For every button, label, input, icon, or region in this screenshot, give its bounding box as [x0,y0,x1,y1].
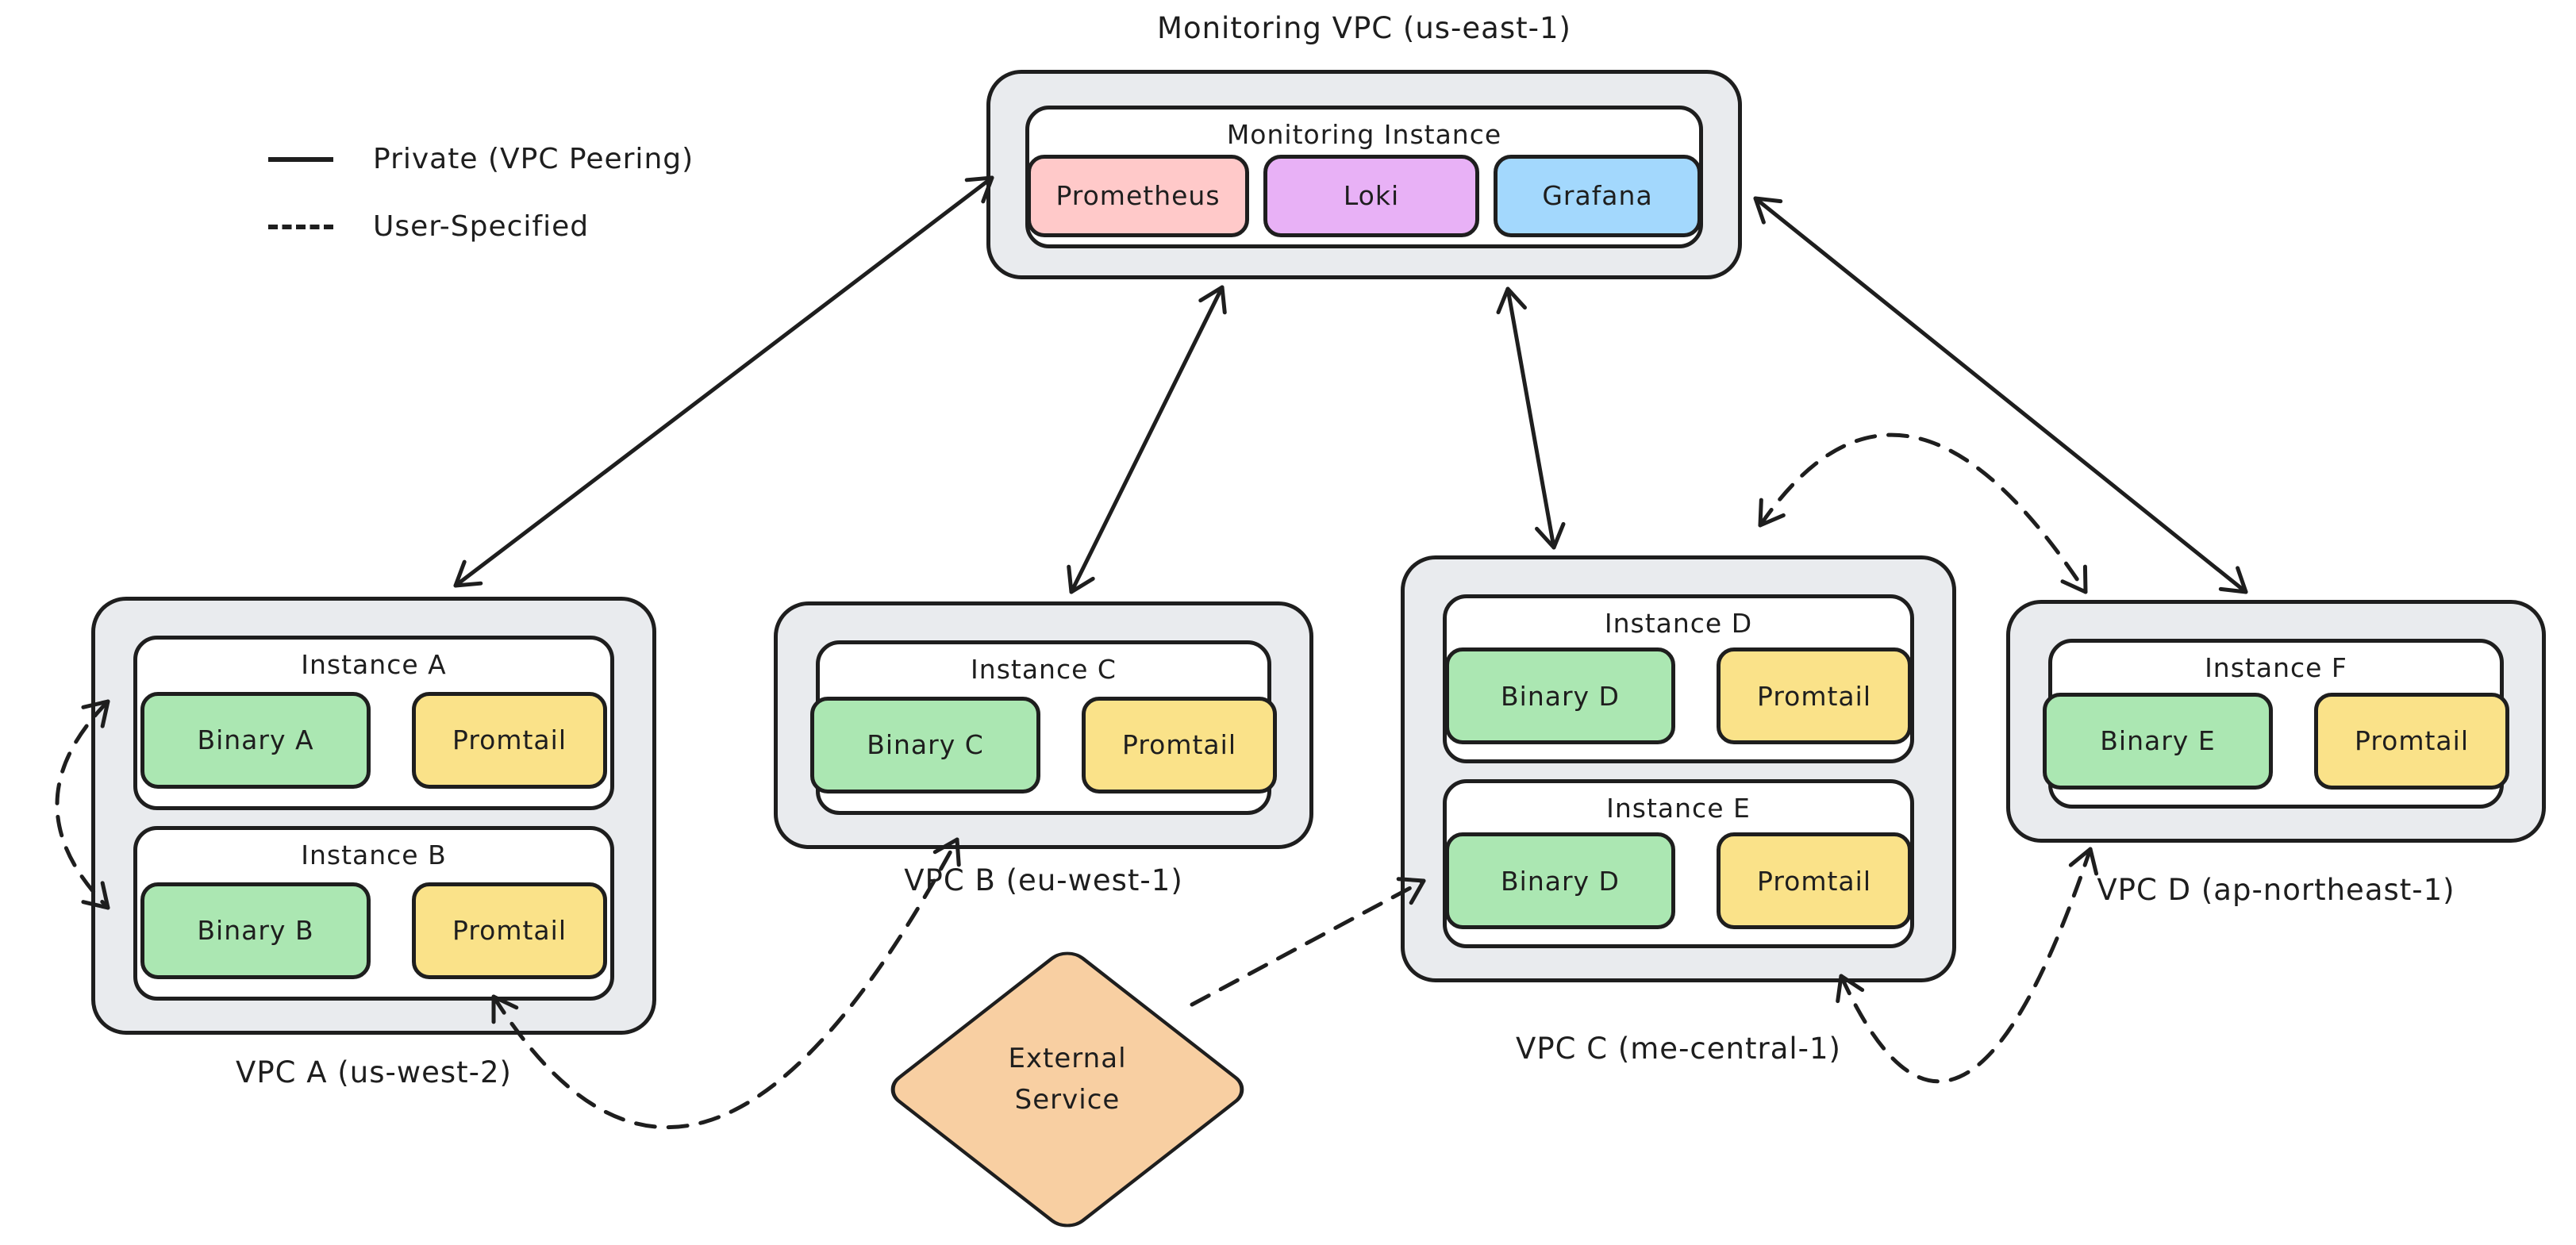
monitoring-vpc-box: Monitoring Instance Prometheus Loki Graf… [986,70,1742,279]
legend-item-private: Private (VPC Peering) [268,143,694,175]
service-chips: Binary C Promtail [810,685,1277,811]
monitoring-instance-box: Monitoring Instance Prometheus Loki Graf… [1025,106,1703,248]
monitoring-vpc-label: Monitoring VPC (us-east-1) [1157,11,1571,45]
vpc-a-box: Instance A Binary A Promtail Instance B … [91,597,656,1035]
edge-external-service-to-vpc-c [1190,877,1426,1007]
vpc-b-box: Instance C Binary C Promtail [774,601,1313,849]
service-chips: Binary D Promtail [1445,639,1912,759]
external-service-line2: Service [1014,1084,1121,1116]
promtail-chip: Promtail [412,691,607,789]
legend: Private (VPC Peering) User-Specified [268,143,694,278]
instance-title: Instance C [971,654,1117,685]
promtail-chip: Promtail [1082,696,1277,793]
external-service-line1: External [1008,1043,1127,1074]
service-chips: Binary B Promtail [140,870,607,997]
binary-d-chip: Binary D [1445,832,1675,929]
vpc-c-label: VPC C (me-central-1) [1516,1032,1841,1066]
binary-e-chip: Binary E [2043,692,2273,790]
vpc-a-label: VPC A (us-west-2) [236,1055,512,1089]
external-service-label: External Service [936,1038,1198,1120]
instance-f-box: Instance F Binary E Promtail [2043,639,2509,809]
promtail-chip: Promtail [1717,832,1912,929]
service-chips: Prometheus Loki Grafana [1027,150,1701,244]
vpc-d-label: VPC D (ap-northeast-1) [2097,873,2455,907]
service-chips: Binary D Promtail [1445,824,1912,944]
instance-a-box: Instance A Binary A Promtail [133,636,614,810]
instance-title: Instance E [1606,793,1751,824]
edge-monitoring-to-vpc-d [1753,196,2248,594]
service-chips: Binary A Promtail [140,680,607,806]
binary-a-chip: Binary A [140,691,371,789]
instance-title: Instance A [301,649,447,680]
instance-e-box: Instance E Binary D Promtail [1443,779,1914,948]
binary-d-chip: Binary D [1445,647,1675,744]
instance-title: Instance D [1604,608,1753,639]
edge-monitoring-to-vpc-c [1496,286,1566,550]
edge-monitoring-to-vpc-b [1067,285,1227,594]
promtail-chip: Promtail [412,882,607,979]
instance-b-box: Instance B Binary B Promtail [133,826,614,1001]
legend-label: User-Specified [373,210,590,243]
legend-item-user-specified: User-Specified [268,210,694,243]
instance-title: Monitoring Instance [1226,119,1502,150]
instance-d-box: Instance D Binary D Promtail [1443,594,1914,763]
binary-b-chip: Binary B [140,882,371,979]
promtail-chip: Promtail [2314,692,2509,790]
loki-chip: Loki [1263,154,1479,237]
prometheus-chip: Prometheus [1027,154,1249,237]
vpc-b-label: VPC B (eu-west-1) [904,863,1183,897]
vpc-c-box: Instance D Binary D Promtail Instance E … [1401,555,1956,982]
service-chips: Binary E Promtail [2043,683,2509,805]
legend-label: Private (VPC Peering) [373,143,694,175]
instance-title: Instance B [301,840,447,870]
binary-c-chip: Binary C [810,696,1040,793]
solid-line-icon [268,156,333,162]
instance-c-box: Instance C Binary C Promtail [810,640,1277,815]
dashed-line-icon [268,224,333,229]
vpc-d-box: Instance F Binary E Promtail [2006,600,2546,843]
instance-title: Instance F [2205,652,2347,683]
promtail-chip: Promtail [1717,647,1912,744]
grafana-chip: Grafana [1494,154,1701,237]
